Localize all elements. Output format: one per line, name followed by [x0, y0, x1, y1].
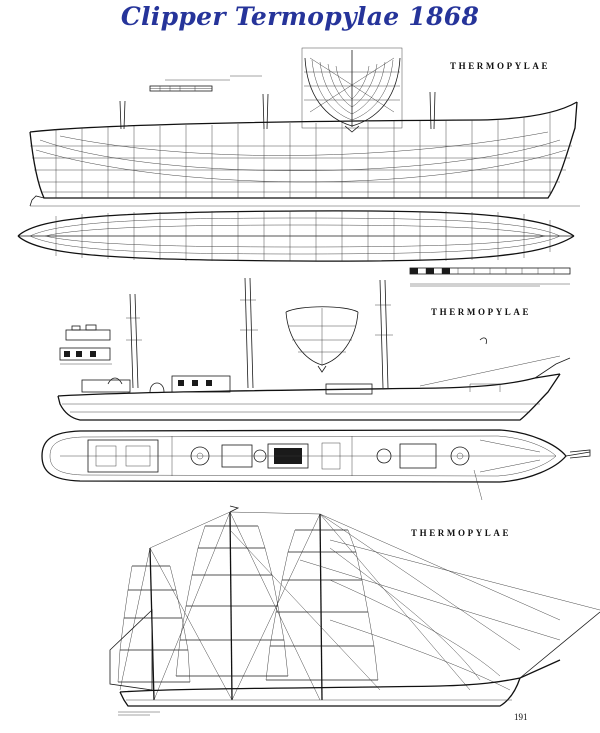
plate-label-lines: THERMOPYLAE: [450, 61, 551, 71]
lines-plan: [17, 47, 580, 262]
profile-and-deck-plan: [41, 267, 591, 501]
page-title: Clipper Termopylae 1868: [120, 2, 480, 31]
body-plan: [301, 47, 403, 133]
midship-section: [285, 306, 359, 373]
lines-mast-stubs: [119, 91, 436, 130]
page-number: 191: [514, 712, 528, 722]
deckhouse-detail: [59, 324, 112, 365]
sheer-plan: [29, 101, 580, 207]
sail-plan: [109, 505, 600, 716]
profile-masts: [126, 277, 487, 389]
scale-ruler-right: [409, 267, 571, 287]
plate-label-sail-plan: THERMOPYLAE: [411, 528, 512, 538]
half-breadth-plan: [17, 210, 575, 262]
deck-plan: [41, 429, 591, 501]
scale-bar-top: [149, 75, 262, 92]
profile-hull: [57, 355, 571, 421]
plate-label-profile: THERMOPYLAE: [431, 307, 532, 317]
